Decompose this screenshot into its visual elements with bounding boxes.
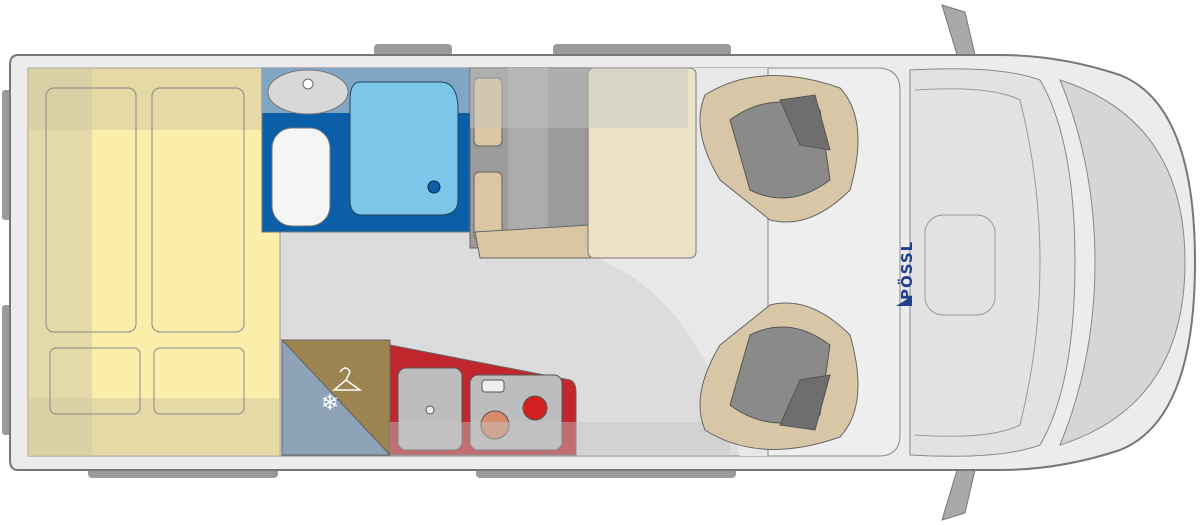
overhead-cabinet [28,68,280,130]
logo-swoosh-icon [896,296,912,306]
hood [1059,79,1186,446]
dining-table [587,67,697,259]
bed-cushion [45,87,137,333]
driver-seat [699,75,859,223]
mirror-top [941,4,976,59]
hanger-icon [331,367,363,391]
backrest [473,171,503,241]
seat-base [474,224,591,259]
toilet [271,127,331,227]
bed-pillow [49,347,141,415]
wheel-arch [374,44,452,56]
wheel-arch [553,44,731,56]
sink-drain-icon [425,405,435,415]
burner-icon [480,410,510,440]
fridge [281,338,392,456]
bed-cabinet [28,68,92,456]
mirror-bottom [941,466,976,521]
burner-icon [522,395,548,421]
washbasin [267,69,349,115]
overhead-cabinet [390,422,730,456]
dashboard [909,68,1076,457]
bed-pillow [153,347,245,415]
snowflake-icon: ❄ [321,391,339,416]
bed-cushion [151,87,245,333]
brand-logo: PÖSSL [897,241,916,300]
overhead-cabinet [470,68,688,128]
backrest [473,77,503,147]
drain-icon [302,78,314,90]
shower-tray [349,81,459,216]
shower-drain-icon [427,180,441,194]
bench-cushion [508,68,548,248]
passenger-seat [699,302,859,450]
steering-wheel [924,214,996,316]
stove-control [481,379,505,393]
dashboard-contour [914,88,1041,437]
